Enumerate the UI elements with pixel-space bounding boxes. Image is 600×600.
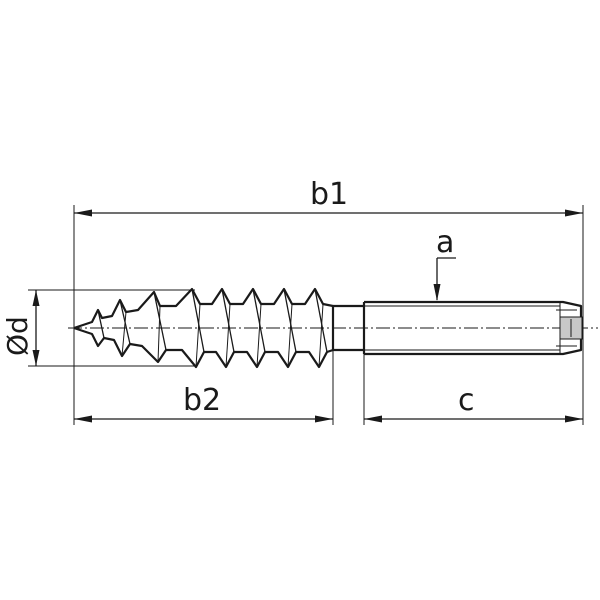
dimension-b2: b2 — [74, 383, 333, 423]
dimension-c: c — [364, 383, 583, 423]
label-b1: b1 — [310, 177, 348, 212]
label-diameter-d: Ød — [1, 316, 34, 356]
label-b2: b2 — [183, 383, 221, 418]
extension-lines — [28, 205, 584, 425]
screw-body — [68, 287, 598, 369]
leader-a: a — [433, 225, 456, 301]
thread-flanks — [97, 288, 328, 368]
dimension-d: Ød — [1, 290, 40, 366]
dimension-b1: b1 — [74, 177, 583, 217]
label-a: a — [436, 225, 454, 260]
label-c: c — [458, 383, 475, 418]
